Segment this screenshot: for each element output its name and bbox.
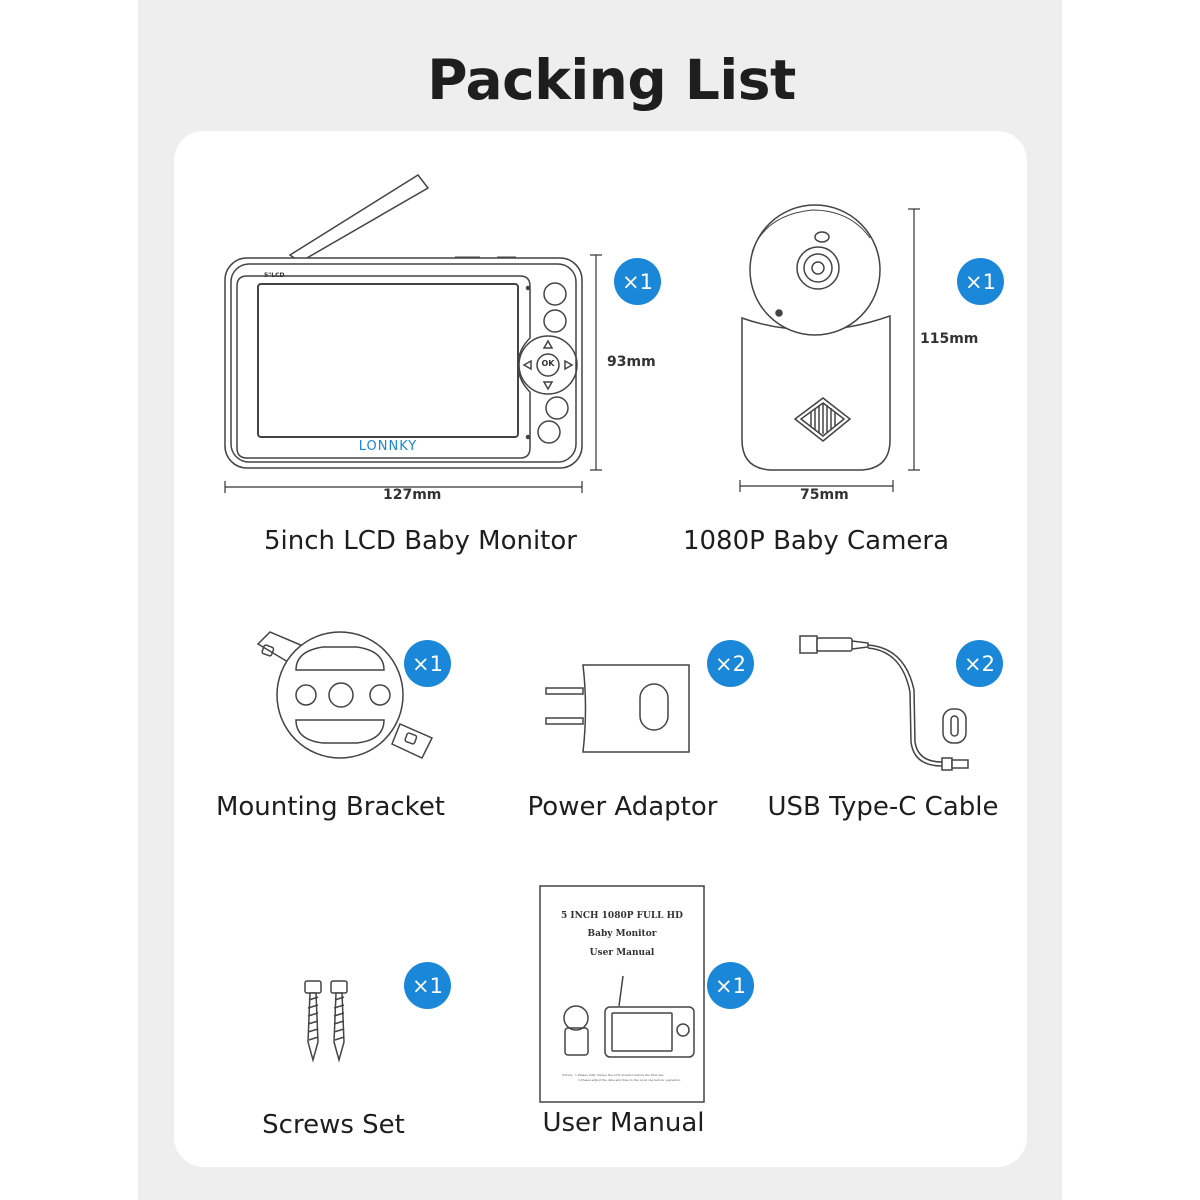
monitor-width-dim: 127mm — [383, 487, 442, 503]
manual-notice-2: 2.Please adjust the date and time to the… — [578, 1078, 681, 1082]
qty-badge-screws: ×1 — [404, 962, 451, 1009]
item-label-monitor: 5inch LCD Baby Monitor — [264, 526, 577, 556]
manual-title-line2: Baby Monitor — [587, 929, 657, 939]
monitor-illustration — [224, 174, 583, 469]
item-label-camera: 1080P Baby Camera — [682, 526, 950, 556]
item-label-adaptor: Power Adaptor — [527, 792, 718, 822]
item-label-screws: Screws Set — [262, 1110, 405, 1140]
monitor-screen-tag: 5"LCD — [264, 272, 285, 279]
adaptor-illustration — [545, 664, 690, 753]
page-title: Packing List — [427, 48, 796, 112]
item-label-bracket: Mounting Bracket — [215, 792, 446, 822]
cable-illustration — [799, 635, 969, 771]
monitor-height-dim: 93mm — [607, 354, 656, 370]
bracket-illustration — [256, 631, 434, 759]
manual-title-line3: User Manual — [589, 948, 655, 958]
qty-badge-monitor: ×1 — [614, 258, 661, 305]
monitor-ok-label: OK — [541, 359, 555, 368]
qty-badge-cable: ×2 — [956, 640, 1003, 687]
camera-width-dim: 75mm — [800, 487, 849, 503]
manual-title-line1: 5 INCH 1080P FULL HD — [561, 911, 683, 921]
screws-illustration — [304, 980, 348, 1063]
manual-notice-1: Notice：1.Please fully charge the LCD mon… — [562, 1073, 665, 1077]
qty-badge-bracket: ×1 — [404, 640, 451, 687]
qty-badge-camera: ×1 — [957, 258, 1004, 305]
qty-badge-adaptor: ×2 — [707, 640, 754, 687]
camera-illustration — [741, 204, 891, 471]
item-label-manual: User Manual — [542, 1108, 705, 1138]
camera-height-dim: 115mm — [920, 331, 979, 347]
qty-badge-manual: ×1 — [707, 962, 754, 1009]
manual-illustration — [539, 885, 705, 1103]
monitor-brand: LONNKY — [358, 439, 418, 454]
item-label-cable: USB Type-C Cable — [767, 792, 999, 822]
